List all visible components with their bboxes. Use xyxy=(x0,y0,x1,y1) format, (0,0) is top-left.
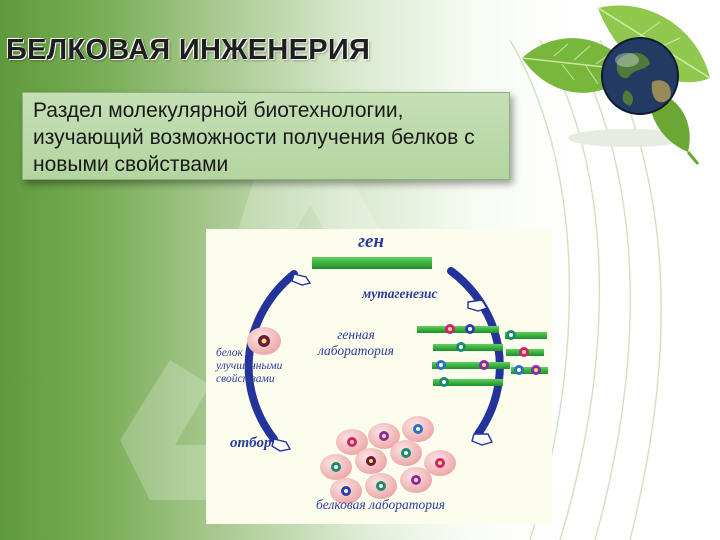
improved-protein-label: белок с улучшенными свойствами xyxy=(216,347,316,386)
gene-label: ген xyxy=(358,231,384,253)
mutant-gene-bars xyxy=(417,326,548,386)
protein-lab-label: белковая лаборатория xyxy=(316,497,445,513)
definition-text: Раздел молекулярной биотехнологии, изуча… xyxy=(33,97,499,178)
definition-box: Раздел молекулярной биотехнологии, изуча… xyxy=(22,92,510,180)
globe-on-leaves-icon xyxy=(510,0,720,165)
mutagenesis-label: мутагенезис xyxy=(362,286,438,302)
protein-cells-cluster xyxy=(320,416,456,504)
gene-bar xyxy=(312,257,432,269)
slide-title: БЕЛКОВАЯ ИНЖЕНЕРИЯ xyxy=(6,34,370,67)
selection-label: отбор xyxy=(230,435,271,452)
gene-lab-label-line1: генная xyxy=(318,327,394,343)
protein-engineering-diagram: ген мутагенезис генная лаборатория белок… xyxy=(206,229,552,524)
gene-lab-label-line2: лаборатория xyxy=(318,343,394,359)
gene-lab-label: генная лаборатория xyxy=(318,327,394,359)
